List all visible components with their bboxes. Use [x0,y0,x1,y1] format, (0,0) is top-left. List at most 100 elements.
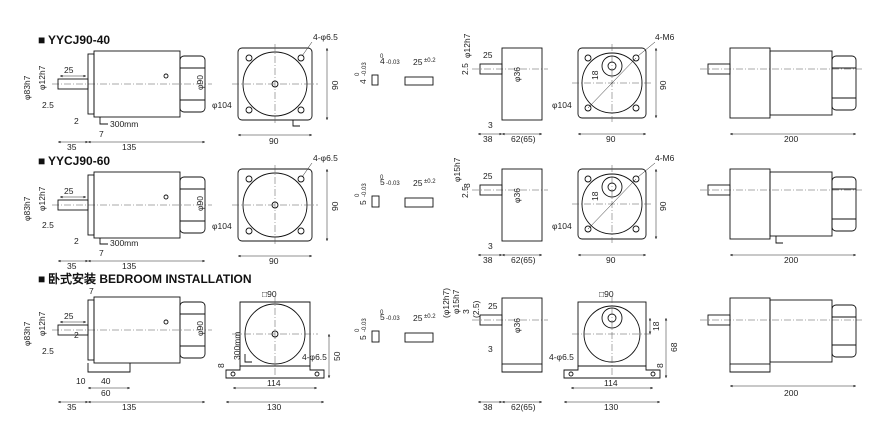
offset-label: 18 [651,321,661,331]
heading-yycj90-40: ■ YYCJ90-40 [38,33,110,47]
gearbox-side-view-r2: φ15h7 3 25 2.5 φ36 3 38 62(65) [452,157,548,265]
shaft-diameter-alt: (φ12h7) [441,288,451,318]
motor-front-view-r3: □90 300mm 8 4-φ6.5 50 114 130 [216,289,342,412]
foot-thickness: 8 [216,363,226,368]
gearbox-body [501,47,543,121]
tap-hole [584,104,592,112]
center-height: 50 [332,351,342,361]
key-offset: (2.5) [471,300,481,318]
flange-dim: 7 [99,129,104,139]
gearbox-side-view-r1: φ12h7 25 2.5 φ36 3 38 62(65) [460,33,548,144]
gearbox [729,297,771,365]
key-depth: 3 [461,309,471,314]
shaft-total: 35 [67,402,77,412]
gearbox-front-view-r3: □90 4-φ6.5 18 68 8 114 130 [549,289,679,412]
shaft-length: 25 [64,65,74,75]
key-offset: 2.5 [460,186,470,198]
foot-hole [314,371,320,377]
body-diameter: φ90 [195,75,205,90]
mount-hole [297,227,305,235]
foot-dim-40: 40 [101,376,111,386]
key-offset: 2.5 [42,100,54,110]
foot-hole [568,371,574,377]
width-label: 90 [269,256,279,266]
body-length: 135 [122,402,136,412]
shoulder-dim: 2 [74,236,79,246]
hole-spacing: 114 [604,378,618,388]
height-label: 90 [330,201,340,211]
leader [301,162,313,178]
cable [244,354,252,363]
holes-label: 4-φ6.5 [313,32,338,42]
tol-zero: 0 [380,54,384,60]
tap-hole [584,225,592,233]
key-thickness-tol: -0.03 [386,181,400,187]
motor [769,50,833,116]
leader [637,41,656,57]
screw [163,319,169,325]
key-length: 25 [413,57,423,67]
gearbox-length: 62(65) [511,402,536,412]
shaft-diameter: φ12h7 [37,186,47,211]
shaft-length: 25 [64,311,74,321]
motor-side-view-r1: 300mm φ83h7 φ12h7 25 2.5 2 7 35 135 φ90 [22,50,212,152]
mount-hole [297,54,305,62]
foot-hole [230,371,236,377]
hub-diameter: φ36 [512,318,522,333]
gearbox [729,168,771,240]
width-label: 90 [606,134,616,144]
key-height-tol: -0.03 [362,183,368,197]
key-depth: 3 [462,183,472,188]
key-thickness: 5 [380,312,385,322]
bullet-mark: ■ [38,272,45,286]
base-width: 130 [604,402,618,412]
shaft-diameter: φ12h7 [462,33,472,58]
key-section [371,330,380,343]
key-detail-r2: 0 5 -0.03 0 5 -0.03 25 ±0.2 [355,175,436,208]
square-label: □90 [262,289,277,299]
gearbox-length: 62(65) [511,134,536,144]
pcd-label: φ104 [212,221,232,231]
tap-hole [632,175,640,183]
hub-diameter: φ36 [512,67,522,82]
end-cap [179,301,206,359]
motor [769,171,833,237]
hub-diameter: φ36 [512,188,522,203]
pilot-diameter: φ83h7 [22,321,32,346]
key-section [371,74,379,86]
foot-mount [501,364,543,373]
foot-dim-60: 60 [101,388,111,398]
gearbox-side-view-r3: (φ12h7) φ15h7 3 (2.5) 25 φ36 3 38 62(65) [441,288,548,412]
section-title: 卧式安装 BEDROOM INSTALLATION [48,271,252,286]
height-label: 90 [658,80,668,90]
gearbox-body [501,168,543,242]
shaft-length: 25 [488,301,498,311]
gearbox-length: 62(65) [511,255,536,265]
bullet-mark: ■ [38,33,45,47]
body-diameter: φ90 [195,321,205,336]
motor [769,299,833,363]
tol-zero: 0 [355,328,361,332]
foot-offset: 7 [89,286,94,296]
shaft-height: 68 [669,342,679,352]
heading-bedroom-installation: ■ 卧式安装 BEDROOM INSTALLATION [38,271,252,286]
holes-label: 4-φ6.5 [302,352,327,362]
end-cap [179,176,206,234]
pilot-diameter: φ83h7 [22,75,32,100]
key-side [404,332,434,343]
foot-dim-10: 10 [76,376,86,386]
key-height-tol: -0.03 [362,318,368,332]
cable [99,117,108,125]
tap-hole [632,225,640,233]
width-label: 90 [606,255,616,265]
key-height-tol: -0.03 [362,62,368,76]
key-height: 5 [358,335,368,340]
shaft-diameter: φ12h7 [37,65,47,90]
key-length: 25 [413,178,423,188]
bullet-mark: ■ [38,154,45,168]
pcd-leader [587,57,637,109]
mount-hole [245,175,253,183]
key-length-tol: ±0.2 [424,314,436,320]
offset-label: 18 [590,191,600,201]
